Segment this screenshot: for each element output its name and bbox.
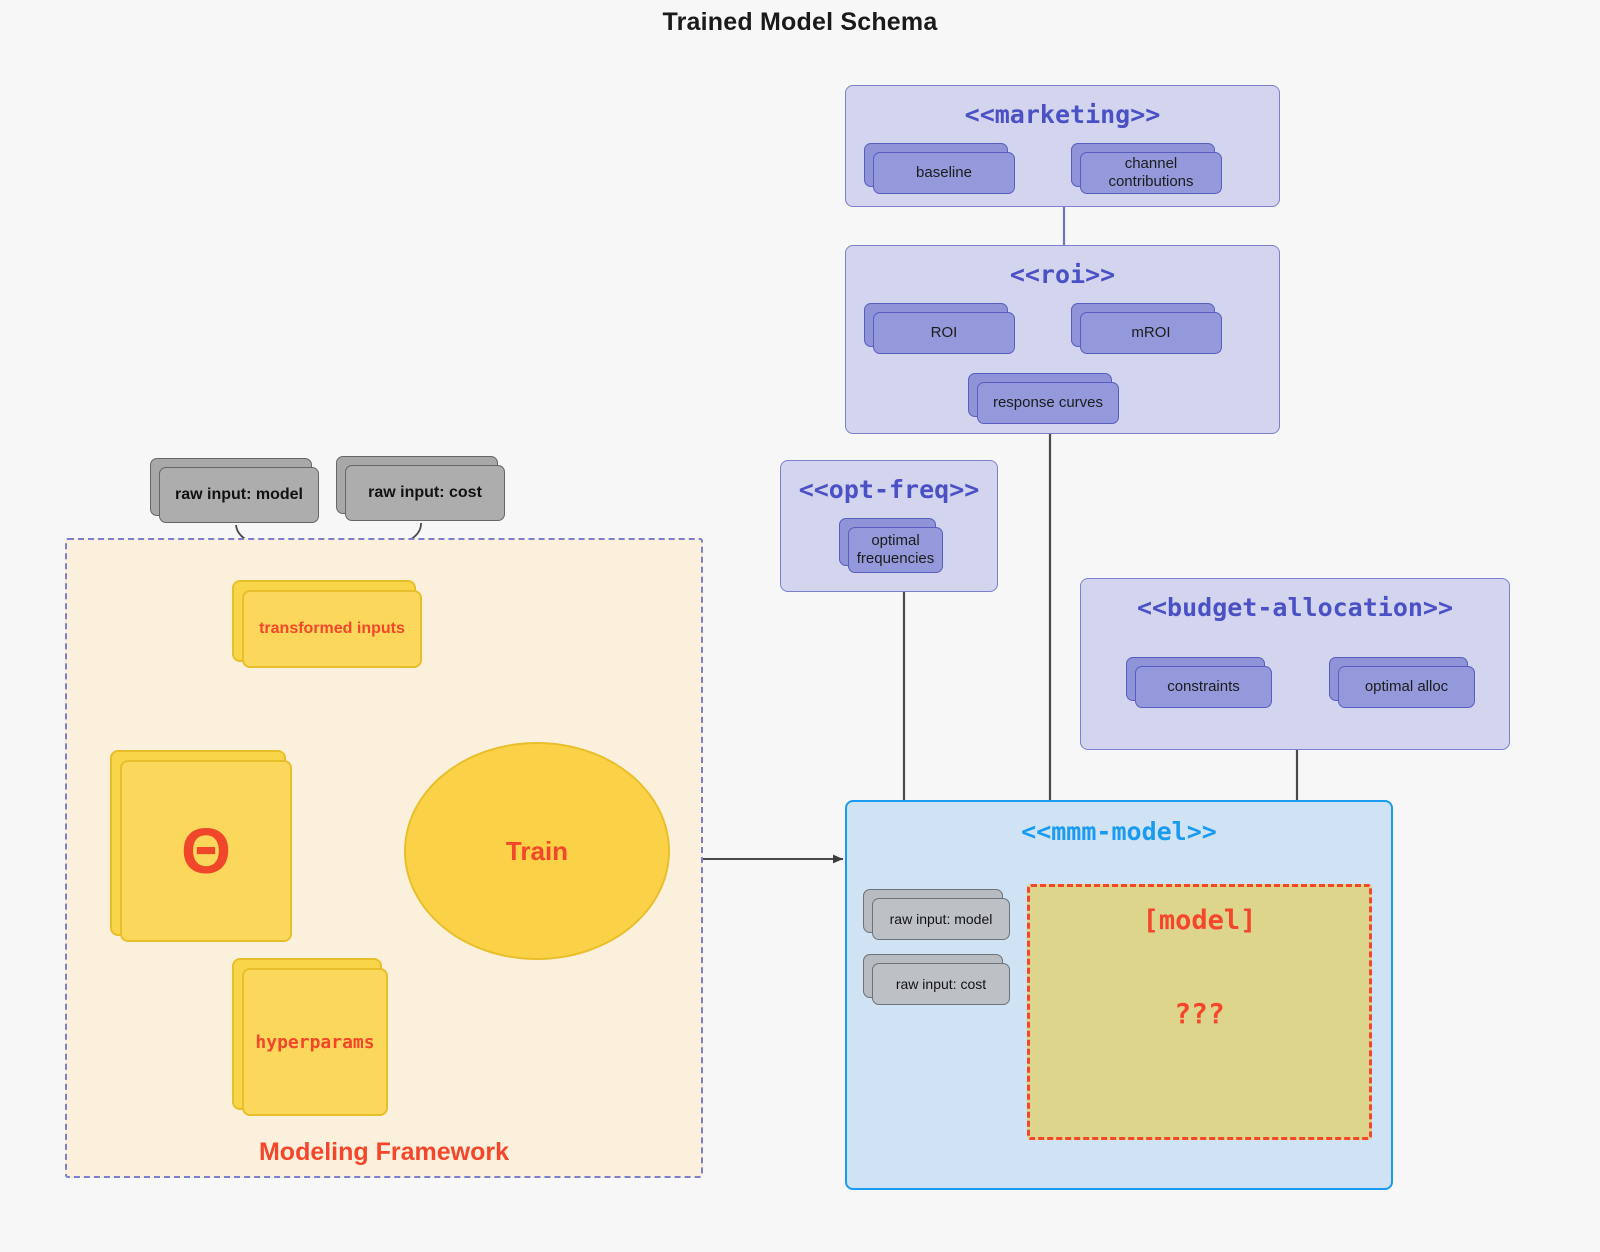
node-hyperparams-front: hyperparams <box>242 968 388 1116</box>
node-channel-contributions[interactable]: channel contributions <box>1071 143 1222 194</box>
node-raw-input-cost-label: raw input: cost <box>345 465 505 521</box>
node-mroi[interactable]: mROI <box>1071 303 1222 354</box>
node-roi[interactable]: ROI <box>864 303 1015 354</box>
package-roi-title: <<roi>> <box>1009 260 1116 289</box>
model-placeholder-box[interactable]: [model] ??? <box>1027 884 1372 1140</box>
package-mmm-model-title: <<mmm-model>> <box>1021 817 1217 846</box>
package-budget-allocation-title: <<budget-allocation>> <box>1136 593 1454 622</box>
node-optimal-frequencies[interactable]: optimal frequencies <box>839 518 943 573</box>
package-opt-freq[interactable]: <<opt-freq>> optimal frequencies <box>780 460 998 592</box>
package-marketing-title: <<marketing>> <box>964 100 1161 129</box>
package-budget-allocation[interactable]: <<budget-allocation>> constraints optima… <box>1080 578 1510 750</box>
node-mmm-raw-input-cost[interactable]: raw input: cost <box>863 954 1010 1005</box>
model-placeholder-title: [model] <box>1142 905 1257 936</box>
node-transformed-inputs-front: transformed inputs <box>242 590 422 668</box>
node-raw-input-cost[interactable]: raw input: cost <box>336 456 505 521</box>
modeling-framework-label: Modeling Framework <box>258 1138 510 1166</box>
node-optimal-frequencies-label: optimal frequencies <box>848 527 943 573</box>
page-title: Trained Model Schema <box>662 8 938 36</box>
node-response-curves-label: response curves <box>977 382 1119 424</box>
model-placeholder-body: ??? <box>1174 997 1225 1030</box>
package-opt-freq-title: <<opt-freq>> <box>798 475 980 504</box>
node-hyperparams-label: hyperparams <box>255 1031 375 1053</box>
node-hyperparams[interactable]: hyperparams <box>232 958 388 1116</box>
node-optimal-alloc[interactable]: optimal alloc <box>1329 657 1475 708</box>
node-train-label: Train <box>505 835 569 866</box>
node-mmm-raw-input-model[interactable]: raw input: model <box>863 889 1010 940</box>
package-marketing[interactable]: <<marketing>> baseline channel contribut… <box>845 85 1280 207</box>
node-theta-label: Θ <box>181 815 231 887</box>
node-transformed-inputs-label: transformed inputs <box>259 620 405 637</box>
node-constraints-label: constraints <box>1135 666 1272 708</box>
node-channel-contributions-label: channel contributions <box>1080 152 1222 194</box>
node-baseline-label: baseline <box>873 152 1015 194</box>
node-raw-input-model[interactable]: raw input: model <box>150 458 319 523</box>
node-mroi-label: mROI <box>1080 312 1222 354</box>
node-roi-label: ROI <box>873 312 1015 354</box>
node-theta[interactable]: Θ <box>110 750 292 942</box>
node-baseline[interactable]: baseline <box>864 143 1015 194</box>
node-train[interactable]: Train <box>404 742 670 960</box>
node-optimal-alloc-label: optimal alloc <box>1338 666 1475 708</box>
node-mmm-raw-input-model-label: raw input: model <box>872 898 1010 940</box>
node-mmm-raw-input-cost-label: raw input: cost <box>872 963 1010 1005</box>
node-response-curves[interactable]: response curves <box>968 373 1119 424</box>
node-transformed-inputs[interactable]: transformed inputs <box>232 580 422 668</box>
node-theta-front: Θ <box>120 760 292 942</box>
node-raw-input-model-label: raw input: model <box>159 467 319 523</box>
package-mmm-model[interactable]: <<mmm-model>> raw input: model raw input… <box>845 800 1393 1190</box>
node-constraints[interactable]: constraints <box>1126 657 1272 708</box>
package-roi[interactable]: <<roi>> ROI mROI response curves <box>845 245 1280 434</box>
